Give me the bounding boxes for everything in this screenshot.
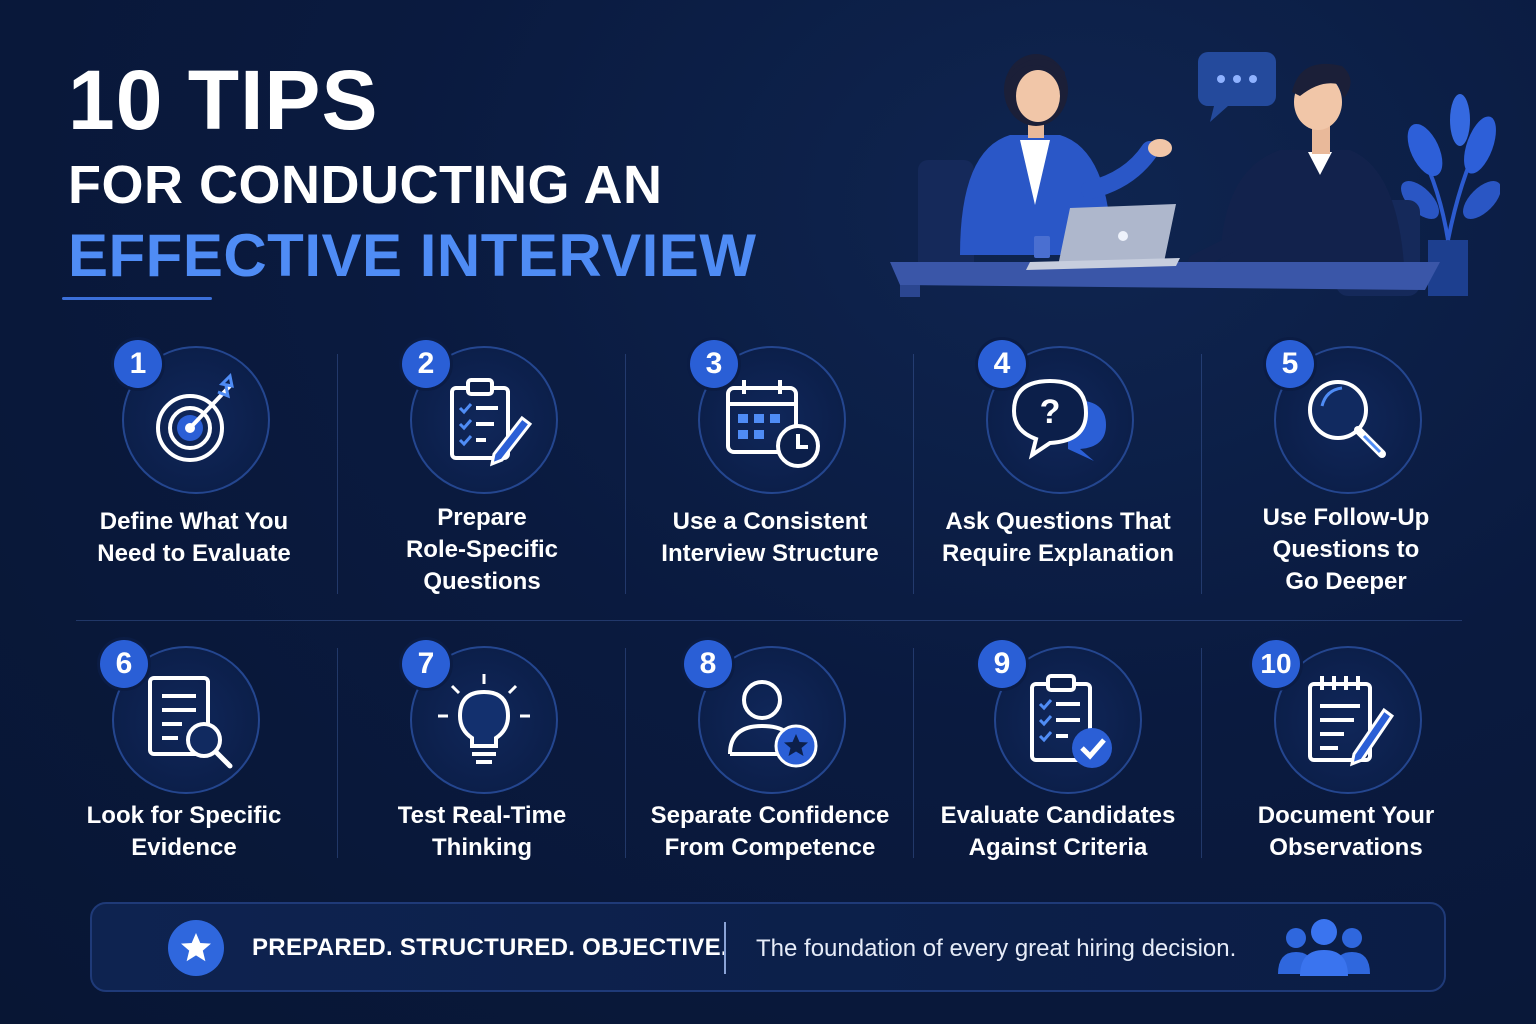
- page-title-accent: EFFECTIVE INTERVIEW: [68, 222, 757, 289]
- clipboard-pen-icon: [450, 378, 533, 467]
- page-title: 10 TIPS: [68, 53, 379, 147]
- tip-number-badge: 10: [1252, 640, 1300, 688]
- footer-banner: PREPARED. STRUCTURED. OBJECTIVE. The fou…: [90, 902, 1446, 992]
- page-subtitle: FOR CONDUCTING AN: [68, 155, 663, 215]
- row-separator: [76, 620, 1462, 621]
- footer-slogan: PREPARED. STRUCTURED. OBJECTIVE.: [252, 934, 728, 961]
- magnifier-icon: [1308, 380, 1386, 458]
- tip-number-badge: 5: [1266, 340, 1314, 388]
- tip-number-badge: 3: [690, 340, 738, 388]
- question-bubble-icon: ?: [1011, 378, 1106, 461]
- notepad-pen-icon: [1308, 676, 1395, 767]
- svg-text:?: ?: [1040, 393, 1061, 431]
- star-icon: [168, 920, 224, 976]
- people-group-icon: [1278, 919, 1370, 976]
- tip-number-badge: 8: [684, 640, 732, 688]
- calendar-clock-icon: [726, 380, 820, 468]
- tip-number-badge: 4: [978, 340, 1026, 388]
- footer-tagline: The foundation of every great hiring dec…: [756, 935, 1237, 962]
- tip-number-badge: 1: [114, 340, 162, 388]
- tip-number-badge: 7: [402, 640, 450, 688]
- title-block: 10 TIPS FOR CONDUCTING AN EFFECTIVE INTE…: [68, 58, 756, 286]
- plant-icon: [1401, 94, 1500, 296]
- document-search-icon: [148, 676, 233, 769]
- tip-number-badge: 2: [402, 340, 450, 388]
- user-star-icon: [728, 680, 818, 768]
- target-icon: [156, 372, 234, 462]
- interview-illustration: [890, 52, 1500, 297]
- speech-bubble-icon: [1198, 52, 1276, 122]
- tip-number-badge: 9: [978, 640, 1026, 688]
- clipboard-check-icon: [1030, 674, 1112, 768]
- footer-divider: [724, 922, 726, 974]
- title-underline: [62, 297, 212, 300]
- candidate-figure: [1188, 63, 1405, 280]
- lightbulb-icon: [438, 674, 530, 764]
- tip-number-badge: 6: [100, 640, 148, 688]
